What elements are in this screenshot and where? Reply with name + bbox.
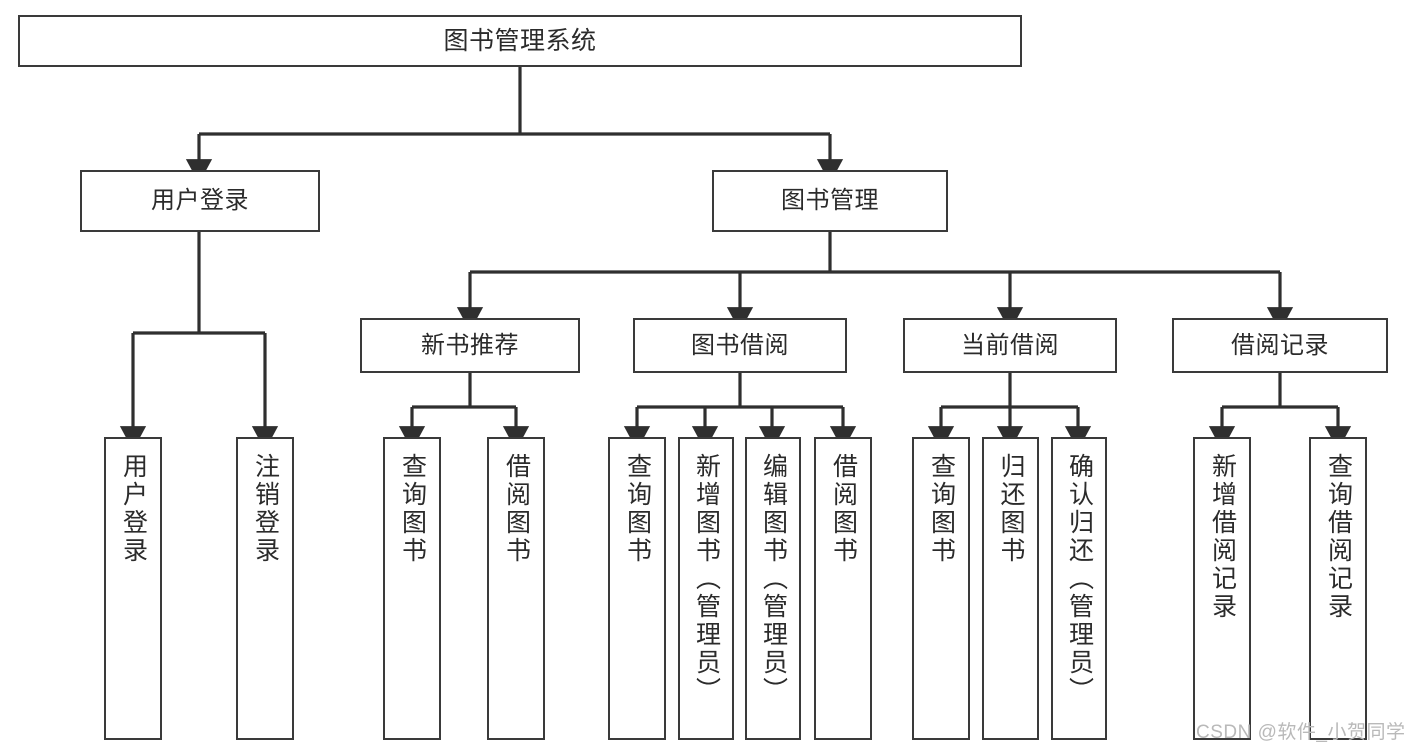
leaf-query-borrow-record[interactable]: 查询借阅记录 — [1309, 437, 1367, 740]
leaf-borrow-book-new-label: 借阅图书 — [502, 453, 531, 565]
node-root[interactable]: 图书管理系统 — [18, 15, 1022, 67]
leaf-confirm-return-admin-label: 确认归还（管理员） — [1065, 453, 1094, 705]
leaf-query-borrow-record-label: 查询借阅记录 — [1324, 453, 1353, 621]
leaf-query-book-new-label: 查询图书 — [398, 453, 427, 565]
node-book-borrow-label: 图书借阅 — [691, 331, 789, 359]
node-new-book-recommend[interactable]: 新书推荐 — [360, 318, 580, 373]
leaf-edit-book-admin[interactable]: 编辑图书（管理员） — [745, 437, 801, 740]
node-root-label: 图书管理系统 — [443, 26, 597, 55]
node-book-borrow[interactable]: 图书借阅 — [633, 318, 847, 373]
leaf-borrow-book-borrow-label: 借阅图书 — [829, 453, 858, 565]
leaf-user-login[interactable]: 用户登录 — [104, 437, 162, 740]
node-user-login-label: 用户登录 — [151, 187, 249, 215]
leaf-add-borrow-record[interactable]: 新增借阅记录 — [1193, 437, 1251, 740]
leaf-query-book-current[interactable]: 查询图书 — [912, 437, 970, 740]
leaf-borrow-book-borrow[interactable]: 借阅图书 — [814, 437, 872, 740]
csdn-watermark: CSDN @软件_小贺同学 — [1196, 722, 1405, 743]
leaf-add-book-admin-label: 新增图书（管理员） — [692, 453, 721, 705]
node-book-management-label: 图书管理 — [781, 187, 879, 215]
node-user-login[interactable]: 用户登录 — [80, 170, 320, 232]
leaf-user-login-label: 用户登录 — [119, 453, 148, 565]
leaf-return-book-label: 归还图书 — [997, 453, 1025, 565]
leaf-return-book[interactable]: 归还图书 — [982, 437, 1039, 740]
leaf-edit-book-admin-label: 编辑图书（管理员） — [759, 453, 788, 705]
node-book-management[interactable]: 图书管理 — [712, 170, 948, 232]
leaf-query-book-new[interactable]: 查询图书 — [383, 437, 441, 740]
leaf-query-book-current-label: 查询图书 — [927, 453, 956, 565]
leaf-logout[interactable]: 注销登录 — [236, 437, 294, 740]
leaf-logout-label: 注销登录 — [251, 453, 280, 565]
leaf-confirm-return-admin[interactable]: 确认归还（管理员） — [1051, 437, 1107, 740]
node-current-borrow-label: 当前借阅 — [961, 331, 1059, 359]
leaf-query-book-borrow-label: 查询图书 — [623, 453, 652, 565]
node-current-borrow[interactable]: 当前借阅 — [903, 318, 1117, 373]
leaf-borrow-book-new[interactable]: 借阅图书 — [487, 437, 545, 740]
leaf-query-book-borrow[interactable]: 查询图书 — [608, 437, 666, 740]
node-new-book-recommend-label: 新书推荐 — [421, 331, 519, 359]
leaf-add-borrow-record-label: 新增借阅记录 — [1208, 453, 1237, 621]
node-borrow-record[interactable]: 借阅记录 — [1172, 318, 1388, 373]
leaf-add-book-admin[interactable]: 新增图书（管理员） — [678, 437, 734, 740]
node-borrow-record-label: 借阅记录 — [1231, 331, 1329, 359]
